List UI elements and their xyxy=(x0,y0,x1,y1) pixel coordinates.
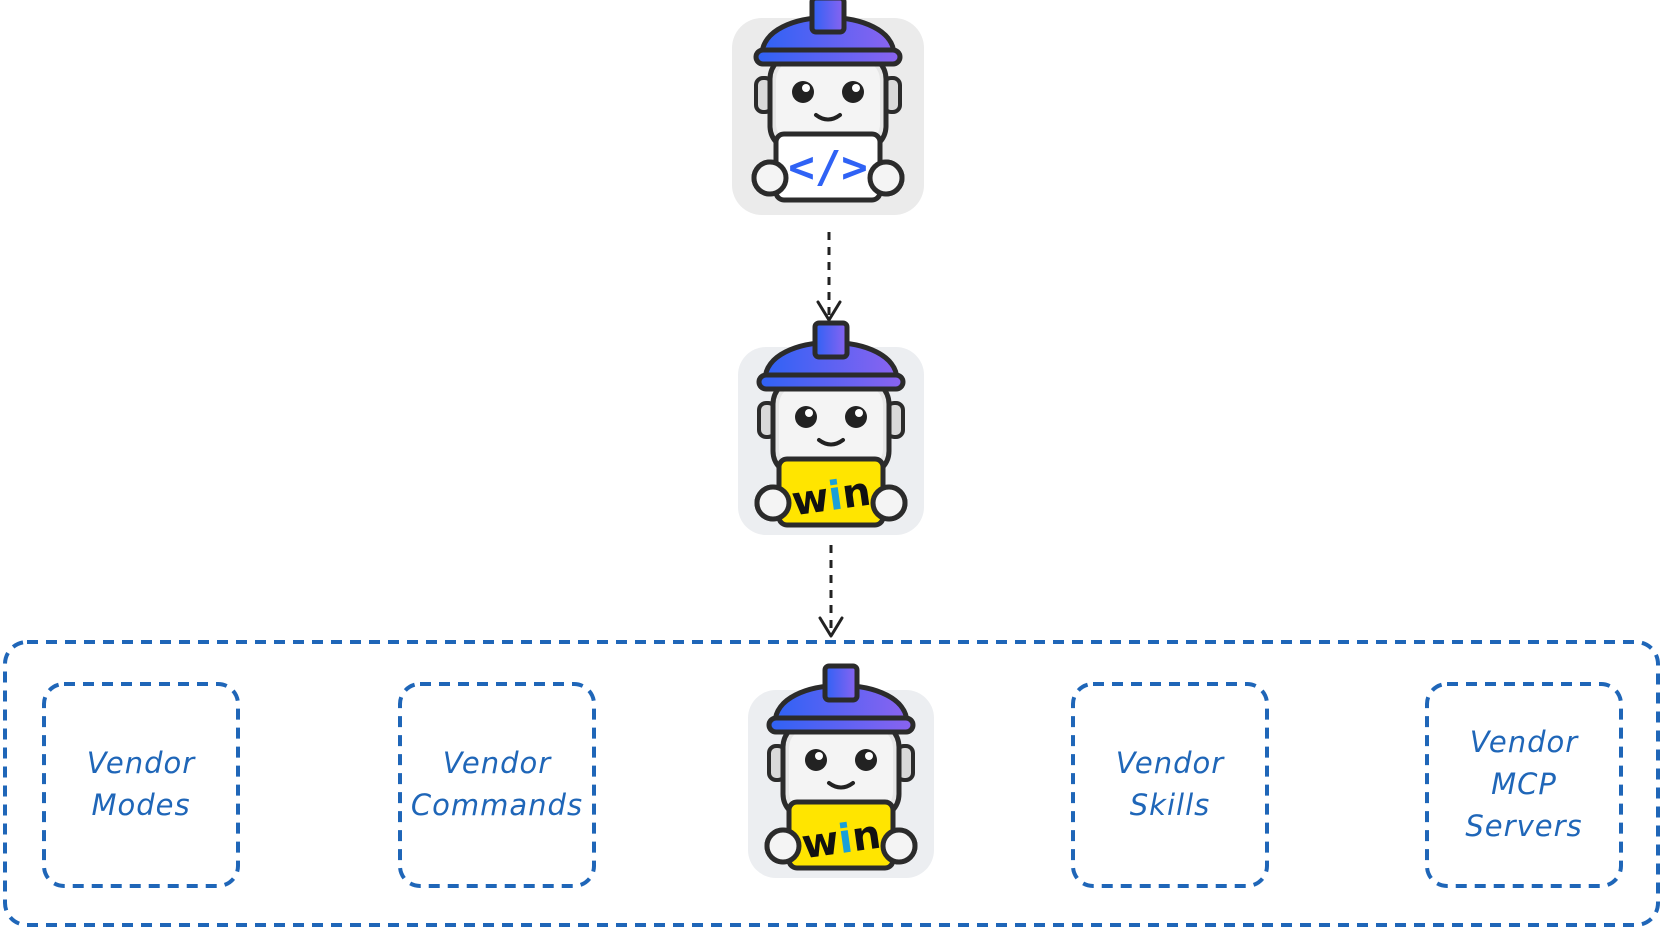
robot-coder-tile: </> xyxy=(732,0,924,215)
robot-win-icon: win xyxy=(754,323,908,528)
vendor-commands-box: Vendor Commands xyxy=(398,682,596,888)
vendor-mcp-line-1: Vendor xyxy=(1470,725,1580,759)
robot-win-bottom-icon: win xyxy=(764,666,918,871)
vendor-group-container xyxy=(3,640,1660,927)
robot-coder-icon: </> xyxy=(751,0,905,203)
vendor-skills-line-2: Skills xyxy=(1130,788,1210,822)
robot-win-bottom-sign-i: i xyxy=(835,816,855,863)
robot-win-bottom-sign-n: n xyxy=(849,812,884,862)
vendor-mcp-line-2: MCP xyxy=(1491,767,1557,801)
robot-win-tile: win xyxy=(738,323,924,535)
vendor-modes-line-1: Vendor xyxy=(87,746,197,780)
robot-win-sign-w: w xyxy=(789,475,832,526)
vendor-modes-box: Vendor Modes xyxy=(42,682,240,888)
arrow-coder-to-win xyxy=(816,232,842,322)
robot-coder-sign-text: </> xyxy=(788,142,867,193)
vendor-modes-line-2: Modes xyxy=(91,788,190,822)
vendor-commands-line-1: Vendor xyxy=(443,746,553,780)
robot-win-bottom-tile: win xyxy=(748,666,934,878)
svg-text:win: win xyxy=(789,469,874,526)
arrow-win-to-vendor-group xyxy=(818,545,844,638)
robot-win-bottom-sign-w: w xyxy=(799,818,842,869)
vendor-skills-box: Vendor Skills xyxy=(1071,682,1269,888)
svg-text:win: win xyxy=(799,812,884,869)
vendor-skills-line-1: Vendor xyxy=(1116,746,1226,780)
vendor-commands-line-2: Commands xyxy=(411,788,583,822)
robot-win-sign-i: i xyxy=(825,473,845,520)
vendor-mcp-line-3: Servers xyxy=(1465,809,1582,843)
vendor-mcp-servers-box: Vendor MCP Servers xyxy=(1425,682,1623,888)
robot-win-sign-n: n xyxy=(839,469,874,519)
